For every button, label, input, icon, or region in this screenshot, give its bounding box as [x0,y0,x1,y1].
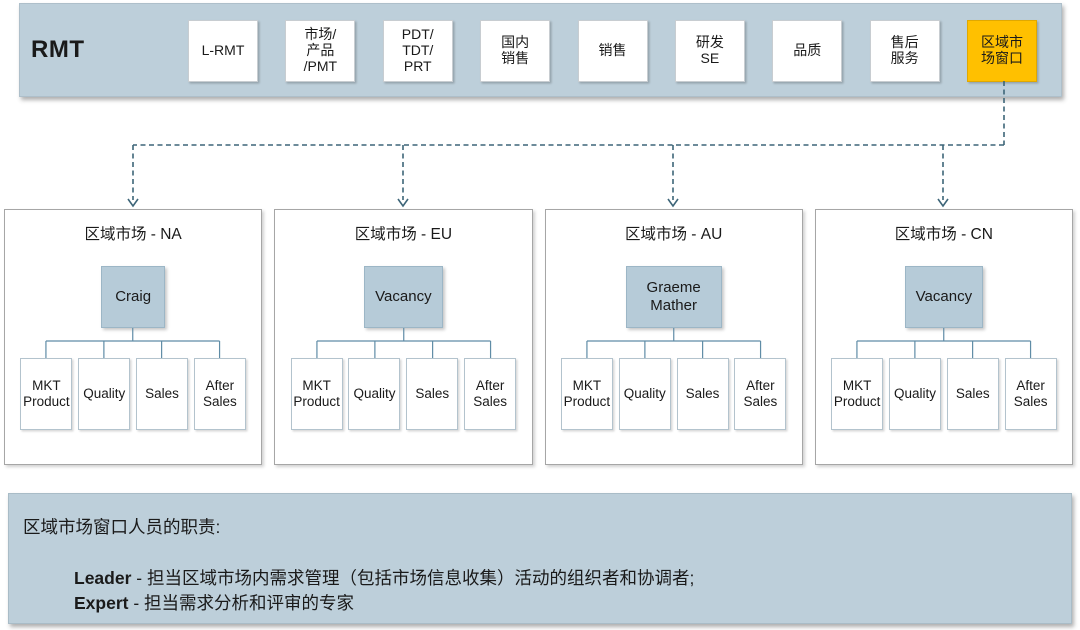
dept-box-market-product-pmt: 市场/ 产品 /PMT [285,20,356,82]
role-box-after-sales: After Sales [464,358,517,430]
tree-connector [586,328,762,358]
region-cards-row: 区域市场 - NA Craig MKT Product Quality Sale… [4,209,1073,465]
role-box-after-sales: After Sales [193,358,246,430]
duty-item-expert: Expert - 担当需求分析和评审的专家 [74,591,1057,616]
role-box-sales: Sales [676,358,729,430]
duty-desc: - 担当需求分析和评审的专家 [128,593,355,614]
role-boxes-row: MKT Product Quality Sales After Sales [20,358,246,430]
dept-box-pdt-tdt-prt: PDT/ TDT/ PRT [382,20,453,82]
region-card-au: 区域市场 - AU Graeme Mather MKT Product Qual… [544,209,803,465]
dept-box-domestic-sales: 国内 销售 [480,20,551,82]
arrowhead-icon [937,198,949,208]
role-box-mkt-product: MKT Product [290,358,343,430]
role-box-sales: Sales [136,358,189,430]
region-title: 区域市场 - EU [354,226,453,243]
duty-term: Leader [74,568,132,588]
dept-box-after-sales-service: 售后 服务 [869,20,940,82]
role-boxes-row: MKT Product Quality Sales After Sales [290,358,517,430]
role-box-after-sales: After Sales [734,358,787,430]
dept-box-lrmt: L-RMT [188,20,258,82]
arrowhead-icon [397,198,409,208]
role-box-mkt-product: MKT Product [831,358,884,430]
duties-list: Leader - 担当区域市场内需求管理（包括市场信息收集）活动的组织者和协调者… [74,566,1057,617]
region-title: 区域市场 - AU [624,226,723,243]
region-title: 区域市场 - CN [894,226,993,243]
responsibilities-heading: 区域市场窗口人员的职责: [23,517,221,537]
region-card-eu: 区域市场 - EU Vacancy MKT Product Quality Sa… [274,209,533,465]
role-box-quality: Quality [78,358,131,430]
department-boxes-row: L-RMT 市场/ 产品 /PMT PDT/ TDT/ PRT 国内 销售 销售… [188,20,1037,82]
leader-box: Graeme Mather [625,266,722,328]
role-box-sales: Sales [406,358,459,430]
role-box-quality: Quality [618,358,671,430]
dept-box-quality: 品质 [772,20,843,82]
role-boxes-row: MKT Product Quality Sales After Sales [831,358,1057,430]
duty-desc: - 担当区域市场内需求管理（包括市场信息收集）活动的组织者和协调者; [131,568,695,588]
arrowhead-icon [127,198,139,208]
dept-box-regional-market-window: 区域市 场窗口 [967,20,1037,82]
tree-connector [856,328,1032,358]
tree-connector [45,328,221,358]
role-box-mkt-product: MKT Product [560,358,613,430]
leader-box: Craig [101,266,166,328]
dept-box-rd-se: 研发 SE [674,20,745,82]
role-box-mkt-product: MKT Product [20,358,73,430]
rmt-header-bar: RMT L-RMT 市场/ 产品 /PMT PDT/ TDT/ PRT 国内 销… [19,3,1062,97]
dept-box-sales: 销售 [577,20,648,82]
tree-connector [315,328,491,358]
region-card-na: 区域市场 - NA Craig MKT Product Quality Sale… [4,209,263,465]
responsibilities-panel: 区域市场窗口人员的职责: Leader - 担当区域市场内需求管理（包括市场信息… [8,493,1072,624]
role-box-quality: Quality [888,358,941,430]
region-title: 区域市场 - NA [84,226,182,243]
role-box-quality: Quality [348,358,401,430]
role-box-sales: Sales [946,358,999,430]
rmt-title: RMT [31,36,85,63]
leader-box: Vacancy [364,266,443,328]
role-boxes-row: MKT Product Quality Sales After Sales [560,358,787,430]
region-card-cn: 区域市场 - CN Vacancy MKT Product Quality Sa… [814,209,1073,465]
arrowhead-icon [667,198,679,208]
duty-term: Expert [74,593,129,614]
duty-item-leader: Leader - 担当区域市场内需求管理（包括市场信息收集）活动的组织者和协调者… [74,566,1057,591]
role-box-after-sales: After Sales [1004,358,1057,430]
leader-box: Vacancy [904,266,984,328]
